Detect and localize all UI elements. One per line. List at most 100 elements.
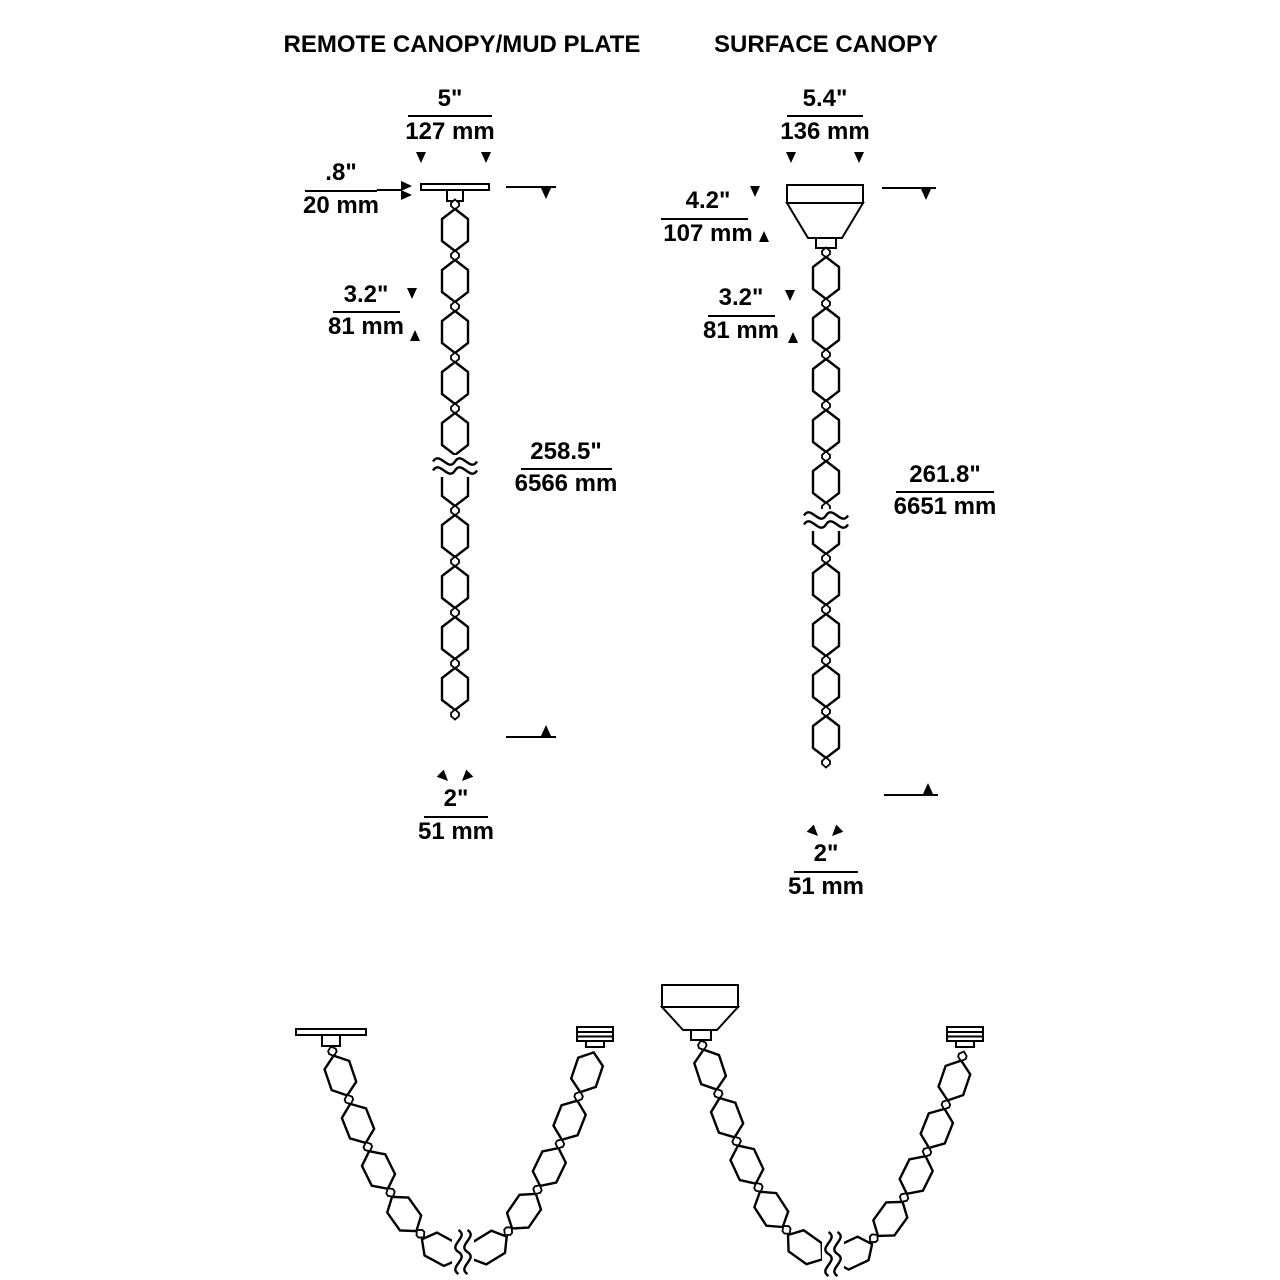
figure-title: REMOTE CANOPY/MUD PLATE: [284, 31, 641, 58]
chain-link: [440, 207, 470, 253]
dim-mm: 51 mm: [788, 873, 864, 900]
chain-link: [440, 258, 470, 304]
dimension-arrow: [921, 189, 931, 200]
dimension-arrow: [541, 725, 551, 736]
break-wave: [431, 457, 479, 466]
dim-inches: 4.2": [686, 187, 731, 214]
plate-stem: [321, 1034, 341, 1047]
dim-mm: 6651 mm: [894, 493, 997, 520]
dim-mm: 81 mm: [328, 313, 404, 340]
break-wave: [431, 466, 479, 475]
dim-mm: 20 mm: [303, 192, 379, 219]
figure-u-chain-surface: [659, 984, 984, 1280]
dim-surface-link: 3.2" 81 mm: [703, 284, 779, 344]
chain-connector: [821, 756, 831, 769]
chain-link: [729, 1144, 765, 1185]
track-connector: [576, 1026, 614, 1042]
figure-u-chain-remote: [295, 1026, 614, 1278]
break-symbol: [822, 1228, 844, 1280]
dim-surface-width: 5.4" 136 mm: [780, 85, 869, 145]
dim-inches: 5.4": [803, 85, 848, 112]
dimension-arrow: [786, 152, 796, 163]
dim-remote-bottom: 2" 51 mm: [418, 785, 494, 845]
chain-link: [440, 360, 470, 406]
dimension-arrow: [785, 290, 795, 301]
chain-link: [440, 615, 470, 661]
dimension-arrow: [416, 152, 426, 163]
dim-inches: 2": [814, 840, 839, 867]
break-wave: [802, 511, 850, 520]
dim-inches: 5": [438, 85, 463, 112]
chain-link: [811, 255, 841, 301]
break-symbol: [429, 455, 481, 477]
canopy-body: [785, 202, 865, 239]
chain-link: [569, 1050, 605, 1094]
chain-link: [440, 309, 470, 355]
chain-link: [360, 1149, 397, 1191]
chain-link: [811, 612, 841, 658]
connector-stem: [585, 1040, 605, 1048]
chain-link: [811, 459, 841, 505]
dimension-arrow: [541, 188, 551, 199]
dimension-arrow: [854, 152, 864, 163]
chain-link: [811, 561, 841, 607]
chain-link: [440, 564, 470, 610]
dimension-arrow: [832, 824, 844, 836]
dimension-arrow: [401, 190, 412, 200]
dim-inches: .8": [325, 159, 356, 186]
track-connector: [946, 1026, 984, 1042]
dim-remote-plate: .8" 20 mm: [303, 159, 402, 219]
dimension-arrow: [436, 769, 448, 781]
dim-remote-width: 5" 127 mm: [405, 85, 494, 145]
dim-mm: 136 mm: [780, 118, 869, 145]
dim-mm: 127 mm: [405, 118, 494, 145]
dimension-arrow: [923, 783, 933, 794]
chain-link: [937, 1059, 972, 1102]
chain-link: [440, 513, 470, 559]
chain-link: [552, 1099, 588, 1142]
dimension-arrow: [481, 152, 491, 163]
dimension-arrow: [407, 288, 417, 299]
chain-link: [811, 714, 841, 760]
figure-title: SURFACE CANOPY: [714, 31, 938, 58]
canopy-top: [661, 984, 739, 1008]
dimension-arrow: [788, 332, 798, 343]
chain-link: [323, 1054, 358, 1097]
dimension-arrow: [401, 181, 412, 191]
break-wave: [824, 1230, 833, 1278]
dim-inches: 3.2": [344, 281, 389, 308]
dim-remote-height: 258.5" 6566 mm: [506, 186, 618, 738]
dim-surface-height: 261.8" 6651 mm: [882, 187, 997, 796]
chain-remote: [429, 198, 481, 721]
connector-stem: [955, 1040, 975, 1048]
chain-link: [692, 1048, 728, 1091]
canopy-top: [786, 184, 864, 204]
dim-inches: 2": [444, 785, 469, 812]
chain-link: [811, 663, 841, 709]
figure-remote-canopy: REMOTE CANOPY/MUD PLATE 5" 127 mm .8" 20…: [284, 31, 641, 845]
chain-link: [531, 1146, 568, 1188]
chain-link: [811, 357, 841, 403]
break-wave: [802, 520, 850, 529]
figure-surface-canopy: SURFACE CANOPY 5.4" 136 mm 4.2" 107 mm 3…: [661, 31, 996, 900]
dim-mm: 81 mm: [703, 317, 779, 344]
dim-inches: 258.5": [530, 438, 601, 465]
dim-surface-bottom: 2" 51 mm: [788, 840, 864, 900]
dim-mm: 6566 mm: [515, 470, 618, 497]
dimension-arrow: [759, 231, 769, 242]
break-wave: [463, 1228, 472, 1276]
dim-mm: 51 mm: [418, 818, 494, 845]
chain-link: [440, 666, 470, 712]
chain-u-surface: [692, 1039, 972, 1280]
break-symbol: [452, 1226, 474, 1278]
dimension-arrow: [462, 769, 474, 781]
dim-remote-link: 3.2" 81 mm: [328, 281, 404, 340]
chain-link: [919, 1107, 955, 1150]
chain-connector: [957, 1050, 968, 1063]
chain-u-remote: [323, 1045, 605, 1278]
chain-connector: [450, 708, 460, 721]
dimension-arrow: [806, 824, 818, 836]
dimension-arrow: [750, 186, 760, 197]
